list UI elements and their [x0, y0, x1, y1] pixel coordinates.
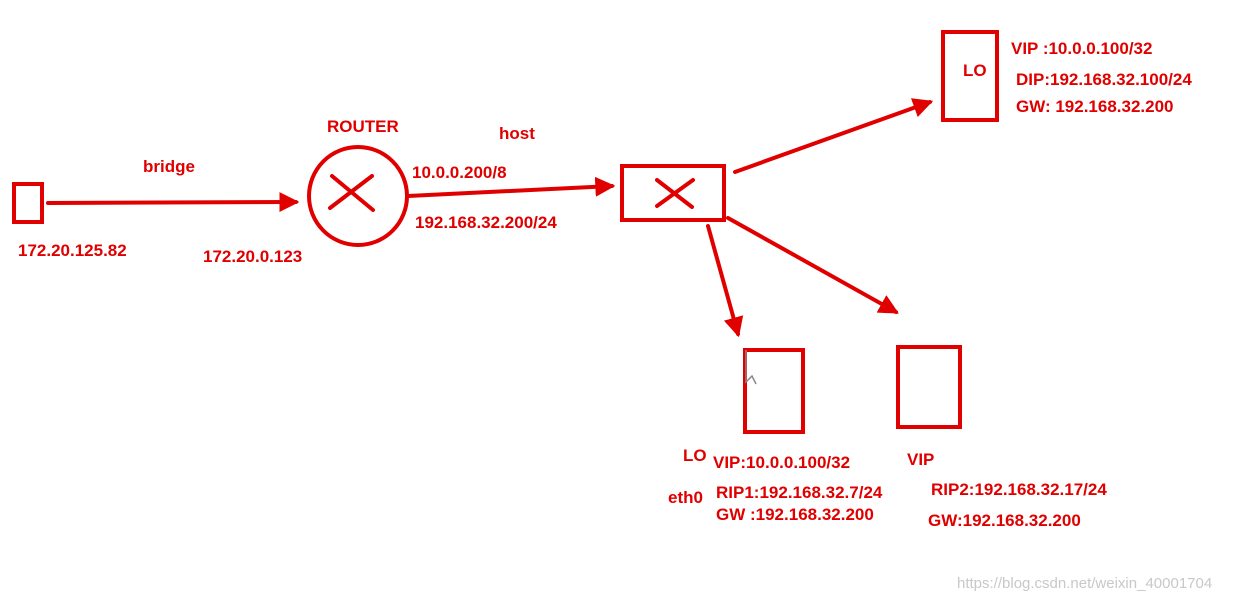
arrow-router-to-host [406, 176, 616, 198]
real-server-2-vip-label: VIP [907, 450, 935, 469]
watermark: https://blog.csdn.net/weixin_40001704 [957, 575, 1213, 592]
real-server-2-node [896, 345, 962, 429]
mouse-cursor-icon [745, 350, 757, 385]
bridge-label: bridge [143, 157, 195, 176]
arrow-host-to-real-server-2 [726, 216, 899, 314]
real-server-1-vip-label: VIP:10.0.0.100/32 [713, 453, 851, 472]
director-vip-label: VIP :10.0.0.100/32 [1011, 39, 1153, 58]
host-switch-node [620, 164, 726, 222]
router-cross-line [328, 174, 374, 210]
client-node [12, 182, 44, 224]
client-ip-label: 172.20.125.82 [18, 241, 127, 260]
arrow-client-to-router [46, 192, 300, 213]
arrow-host-to-director [733, 98, 934, 174]
director-box-label: LO [963, 61, 987, 80]
director-gw-label: GW: 192.168.32.200 [1016, 97, 1174, 116]
router-public-ip-label: 10.0.0.200/8 [412, 163, 507, 182]
router-title: ROUTER [327, 117, 399, 136]
arrow-host-to-real-server-1 [706, 224, 744, 338]
real-server-1-rip-label: RIP1:192.168.32.7/24 [716, 483, 883, 502]
router-private-ip-label: 192.168.32.200/24 [415, 213, 557, 232]
director-dip-label: DIP:192.168.32.100/24 [1016, 70, 1192, 89]
real-server-1-node [743, 348, 805, 434]
real-server-2-gw-label: GW:192.168.32.200 [928, 511, 1081, 530]
real-server-1-gw-label: GW :192.168.32.200 [716, 505, 874, 524]
router-external-ip-label: 172.20.0.123 [203, 247, 303, 266]
host-cross-line [655, 178, 695, 208]
real-server-1-eth-label: eth0 [668, 488, 703, 507]
host-label: host [499, 124, 535, 143]
director-node [941, 30, 999, 122]
real-server-2-rip-label: RIP2:192.168.32.17/24 [931, 480, 1107, 499]
real-server-1-lo-label: LO [683, 446, 707, 465]
